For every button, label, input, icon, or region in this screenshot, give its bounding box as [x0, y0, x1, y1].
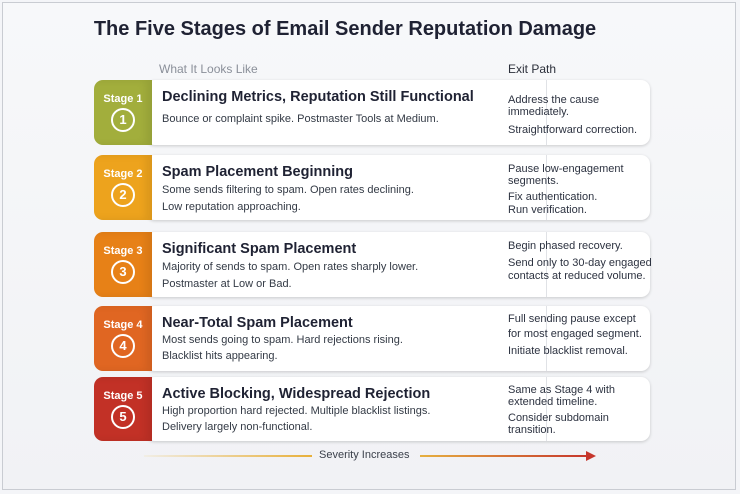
exit-path-line: Pause low-engagement [508, 163, 624, 175]
stage-tab: Stage 4 4 [94, 306, 152, 371]
exit-path-line: contacts at reduced volume. [508, 270, 646, 282]
stage-card [146, 306, 650, 371]
stage-number-badge: 1 [111, 108, 135, 132]
stage-label: Stage 5 [103, 390, 143, 402]
stage-description-line: Delivery largely non-functional. [162, 421, 313, 433]
exit-path-line: segments. [508, 175, 559, 187]
stage-label: Stage 4 [103, 319, 143, 331]
stage-tab: Stage 3 3 [94, 232, 152, 297]
stage-number-badge: 4 [111, 334, 135, 358]
arrow-right-icon [586, 451, 596, 461]
stage-heading: Active Blocking, Widespread Rejection [162, 386, 431, 402]
stage-tab: Stage 5 5 [94, 377, 152, 441]
stage-row: Stage 1 1 Declining Metrics, Reputation … [94, 80, 650, 145]
exit-path-line: Initiate blacklist removal. [508, 345, 628, 357]
column-divider [546, 377, 547, 441]
stage-tab: Stage 2 2 [94, 155, 152, 220]
stage-heading: Significant Spam Placement [162, 241, 357, 257]
exit-path-line: for most engaged segment. [508, 328, 642, 340]
exit-path-line: transition. [508, 424, 556, 436]
stage-label: Stage 1 [103, 93, 143, 105]
stage-card [146, 80, 650, 145]
exit-path-line: immediately. [508, 106, 569, 118]
stage-card [146, 155, 650, 220]
stage-card [146, 232, 650, 297]
stage-card [146, 377, 650, 441]
stage-description-line: Postmaster at Low or Bad. [162, 278, 292, 290]
exit-path-line: extended timeline. [508, 396, 598, 408]
severity-line-left [144, 455, 312, 457]
severity-line-right [420, 455, 588, 457]
stage-heading: Near-Total Spam Placement [162, 315, 353, 331]
column-divider [546, 80, 547, 145]
stage-row: Stage 4 4 Near-Total Spam Placement Most… [94, 306, 650, 371]
exit-path-line: Same as Stage 4 with [508, 384, 616, 396]
exit-path-line: Full sending pause except [508, 313, 636, 325]
stage-description-line: Low reputation approaching. [162, 201, 301, 213]
stage-description-line: Some sends filtering to spam. Open rates… [162, 184, 414, 196]
exit-path-line: Consider subdomain [508, 412, 609, 424]
column-divider [546, 306, 547, 371]
diagram-title: The Five Stages of Email Sender Reputati… [93, 18, 597, 40]
column-header-exit: Exit Path [508, 62, 557, 76]
stage-row: Stage 5 5 Active Blocking, Widespread Re… [94, 377, 650, 441]
stage-label: Stage 2 [103, 168, 143, 180]
stage-tab: Stage 1 1 [94, 80, 152, 145]
stage-number-badge: 2 [111, 183, 135, 207]
exit-path-line: Send only to 30-day engaged [508, 257, 652, 269]
stage-heading: Declining Metrics, Reputation Still Func… [162, 89, 474, 105]
exit-path-line: Fix authentication. [508, 191, 598, 203]
column-divider [546, 155, 547, 220]
stage-heading: Spam Placement Beginning [162, 164, 353, 180]
exit-path-line: Run verification. [508, 204, 587, 216]
column-divider [546, 232, 547, 297]
stage-description-line: Bounce or complaint spike. Postmaster To… [162, 113, 439, 125]
column-header-what: What It Looks Like [159, 62, 258, 76]
stage-number-badge: 3 [111, 260, 135, 284]
exit-path-line: Address the cause [508, 94, 600, 106]
severity-label: Severity Increases [319, 449, 410, 461]
stage-description-line: Blacklist hits appearing. [162, 350, 278, 362]
stage-row: Stage 3 3 Significant Spam Placement Maj… [94, 232, 652, 297]
stage-label: Stage 3 [103, 245, 143, 257]
stage-number-badge: 5 [111, 405, 135, 429]
stage-description-line: High proportion hard rejected. Multiple … [162, 405, 431, 417]
exit-path-line: Straightforward correction. [508, 124, 637, 136]
stage-row: Stage 2 2 Spam Placement Beginning Some … [94, 155, 650, 220]
stage-description-line: Most sends going to spam. Hard rejection… [162, 334, 403, 346]
exit-path-line: Begin phased recovery. [508, 240, 623, 252]
stage-description-line: Majority of sends to spam. Open rates sh… [162, 261, 419, 273]
